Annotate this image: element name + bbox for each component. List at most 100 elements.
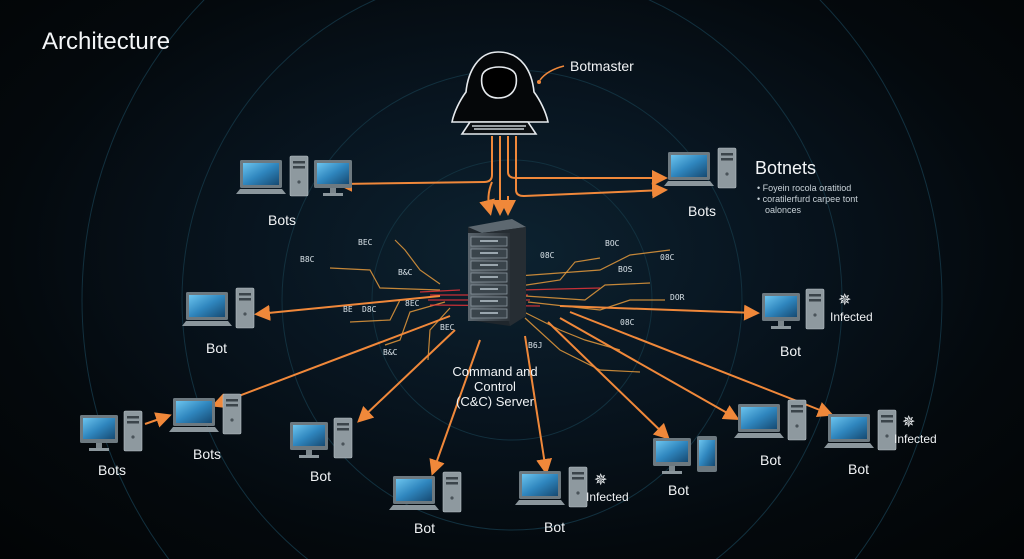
server-slot-led (480, 312, 498, 314)
laptop-screen (522, 474, 558, 496)
botnets-info-panel: Botnets Foyein rocola oratitiod coratile… (755, 158, 858, 216)
tower-button (230, 418, 234, 422)
botmaster-callout-line (539, 65, 565, 81)
botmaster-figure-icon (451, 51, 549, 135)
connection-arrow (211, 315, 451, 409)
tower-drive (721, 153, 733, 156)
circuit-tag: BE (343, 305, 353, 314)
tower-drive (809, 299, 821, 302)
laptop-screen (831, 417, 867, 439)
connection-arrow (479, 181, 495, 216)
circuit-trace (519, 287, 601, 291)
page-title: Architecture (42, 28, 171, 55)
bot-node-label: Bot (544, 519, 566, 535)
circuit-tag: BEC (358, 238, 373, 247)
ring (181, 0, 843, 559)
server-slot-led (480, 252, 498, 254)
circuit-trace (394, 239, 441, 285)
tower-button (795, 424, 799, 428)
monitor-neck (96, 443, 102, 448)
tower-drive (446, 477, 458, 480)
tower-button (297, 180, 301, 184)
tower-button (450, 496, 454, 500)
tower-button (885, 434, 889, 438)
circuit-tag: B&C (398, 268, 413, 277)
circuit-tag: D8C (362, 305, 377, 314)
laptop-base (824, 443, 874, 448)
bot-node-label: Bots (688, 203, 717, 219)
tower-drive (791, 410, 803, 413)
circuit-tag: DOR (670, 293, 685, 302)
virus-icon: ✵ (594, 472, 608, 489)
tower-drive (127, 421, 139, 424)
connection-arrow (254, 295, 441, 321)
circuit-tag: BOS (618, 265, 633, 274)
connection-arrow (515, 136, 668, 199)
bot-node-label: Bots (268, 212, 297, 228)
tower-drive (226, 404, 238, 407)
laptop-screen (396, 479, 432, 501)
circuit-trace (519, 257, 601, 287)
tower-drive (293, 166, 305, 169)
tower-drive (239, 293, 251, 296)
circuit-tag: 08C (620, 318, 635, 327)
bot-node-n10-icon (653, 436, 717, 474)
tower-drive (127, 416, 139, 419)
tower-drive (572, 477, 584, 480)
circuit-tag: 8EC (405, 299, 420, 308)
server-slot-led (480, 240, 498, 242)
laptop-screen (741, 407, 777, 429)
monitor-stand (89, 448, 109, 451)
botmaster-callout-dot (537, 80, 541, 84)
ring (81, 0, 943, 559)
bot-node-label: Bot (760, 452, 782, 468)
laptop-screen (671, 155, 707, 177)
laptop-base (664, 181, 714, 186)
tower-drive (239, 298, 251, 301)
botmaster-label: Botmaster (570, 58, 634, 74)
monitor-screen (317, 163, 349, 184)
laptop-base (182, 321, 232, 326)
bot-node-n11-icon (734, 399, 807, 441)
bot-node-n1-icon (236, 155, 352, 197)
circuit-trace (524, 317, 641, 373)
laptop-base (236, 189, 286, 194)
infected-label: Infected (586, 490, 629, 504)
bot-node-label: Bot (414, 520, 436, 536)
botnets-bullets: Foyein rocola oratitiod coratilerfurd ca… (755, 183, 858, 216)
connection-arrow (144, 412, 172, 428)
tower-button (131, 435, 135, 439)
circuit-tag: B6J (528, 341, 542, 350)
server-slots (470, 236, 508, 319)
tower-drive (293, 161, 305, 164)
bot-node-label: Bots (98, 462, 127, 478)
connection-arrow (559, 317, 740, 420)
connection-arrow (357, 329, 456, 423)
monitor-stand (299, 455, 319, 458)
bot-node-n9-icon (515, 466, 588, 508)
bot-node-graphics (80, 147, 897, 513)
laptop-base (515, 500, 565, 505)
tower-drive (809, 294, 821, 297)
connection-arrow (336, 136, 493, 192)
botnets-heading: Botnets (755, 158, 817, 178)
circuit-tags: BECB&C08CBOC8ECBOS08CB6JBECD8CB&CBEDOR08… (300, 238, 685, 357)
circuit-trace (427, 307, 451, 361)
connection-arrow (429, 339, 481, 476)
circuit-tag: 08C (540, 251, 555, 260)
server-rack-icon (468, 219, 526, 326)
connection-arrow (547, 321, 670, 440)
bot-node-n6-icon (169, 393, 242, 435)
bot-node-label: Bot (206, 340, 228, 356)
monitor-stand (323, 193, 343, 196)
tower-drive (572, 472, 584, 475)
circuit-tag: B8C (300, 255, 315, 264)
tower-drive (226, 399, 238, 402)
bot-node-n5-icon (80, 410, 143, 452)
tower-button (725, 172, 729, 176)
server-slot-led (480, 288, 498, 290)
botnets-bullet-continuation: oalonces (765, 205, 802, 215)
infected-label: Infected (830, 310, 873, 324)
bot-node-label: Bot (848, 461, 870, 477)
botnets-bullet: coratilerfurd carpee tont (763, 194, 858, 205)
